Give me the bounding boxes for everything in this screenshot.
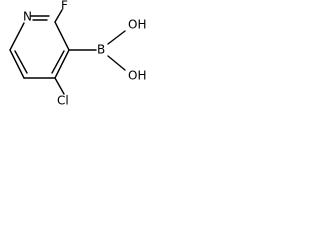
atom-label-fluorine: F [61, 0, 68, 13]
bond-c3-c4 [54, 49, 70, 79]
atom-label-nitrogen: N [23, 10, 32, 24]
atom-label-hydroxyl-lower: OH [128, 69, 146, 83]
atom-label-hydroxyl-upper: OH [128, 18, 146, 32]
bond-c4-cl [54, 77, 65, 95]
bond-b-oh-upper [107, 30, 126, 45]
bond-b-oh-lower [107, 55, 126, 71]
chemical-structure-diagram: N F B Cl OH OH [9, 0, 146, 108]
bond-c3-c4-inner [51, 50, 65, 74]
bond-c5-c6 [9, 49, 25, 79]
bond-c2-f [54, 9, 63, 23]
bond-c6-n1 [9, 22, 25, 51]
bond-c2-c3 [54, 21, 70, 51]
atom-label-chlorine: Cl [57, 94, 69, 108]
atom-label-boron: B [97, 43, 105, 57]
bond-c5-c6-inner [14, 50, 28, 74]
